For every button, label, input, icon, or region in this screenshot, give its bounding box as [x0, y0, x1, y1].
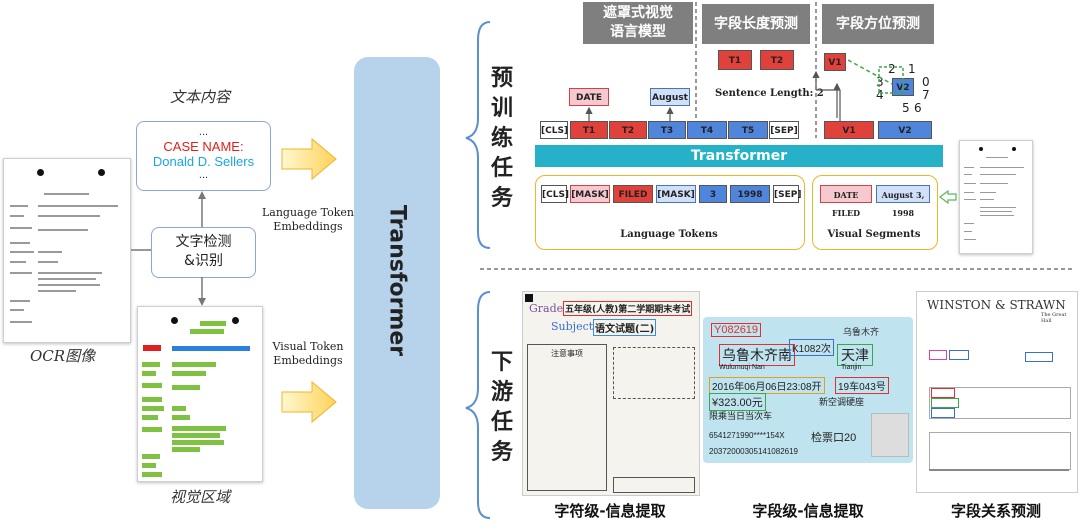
ellipsis-bottom: ...	[198, 169, 209, 181]
law-letter-image: WINSTON & STRAWN The Great Hall	[916, 291, 1078, 493]
ticket-id: 6541271990****154X	[709, 431, 785, 440]
language-tokens-label: Language Tokens	[620, 229, 718, 240]
exam-paper-image: Grade 五年级(人教)第二学期期末考试 Subject 语文试题(二) 注意…	[522, 291, 700, 496]
lang-token-sep: [SEP]	[773, 185, 801, 203]
transformer-block-label: Transformer	[384, 204, 410, 357]
downstream-side-label: 下 游 任 务	[490, 350, 513, 465]
visual-embedding-arrow	[281, 380, 337, 424]
direction-digit-6: 6	[914, 101, 922, 115]
task-separators	[695, 2, 817, 138]
visual-area-document	[137, 306, 263, 482]
caption-char-level: 字符级-信息提取	[554, 502, 666, 520]
ticket-to: 天津	[837, 344, 873, 366]
direction-digit-1: 1	[908, 62, 916, 76]
text-detection-box: 文字检测 &识别	[151, 227, 256, 278]
task-position-prediction: 字段方位预测	[822, 4, 934, 44]
mlm-output-date: DATE	[569, 88, 609, 106]
length-token-t2: T2	[760, 50, 794, 70]
green-arrow-icon	[939, 190, 957, 204]
ticket-from: 乌鲁木齐南	[719, 344, 795, 366]
exam-grade-label: Grade	[529, 302, 564, 315]
detection-line2: &识别	[184, 253, 223, 269]
direction-digit-0: 0	[922, 75, 930, 89]
seq-token-v1: V1	[824, 121, 874, 139]
exam-score-box	[613, 477, 695, 493]
pretrain-sample-document	[959, 140, 1033, 254]
visual-embedding-label: Visual Token Embeddings	[272, 340, 344, 367]
position-token-v1: V1	[824, 53, 846, 71]
language-embedding-label: Language Token Embeddings	[261, 206, 355, 233]
ticket-from-pinyin: Wulumuqi Nan	[719, 364, 765, 371]
person-name-text: Donald D. Sellers	[152, 154, 255, 169]
lang-token-3: 3	[699, 185, 727, 203]
mlm-output-august: August	[650, 88, 690, 106]
direction-digit-3: 3	[876, 75, 884, 89]
direction-digit-7: 7	[922, 88, 930, 102]
ticket-gate: 检票口20	[811, 432, 857, 444]
lang-token-1998: 1998	[730, 185, 770, 203]
seq-token-sep: [SEP]	[769, 121, 799, 139]
red-segment-mark	[143, 345, 161, 351]
lang-token-cls: [CLS]	[541, 185, 569, 203]
task-masked-vlm: 遮罩式视觉 语言模型	[583, 2, 693, 44]
exam-subject-label: Subject	[551, 320, 594, 333]
caption-field-level: 字段级-信息提取	[752, 502, 864, 520]
ticket-serial: 20372000305141082619	[709, 447, 798, 456]
direction-digit-4: 4	[876, 88, 884, 102]
visual-segment-date: August 3, 1998	[876, 185, 930, 218]
ticket-note: 限乘当日当次车	[709, 411, 773, 421]
ticket-station-mark: 乌鲁木齐	[843, 327, 880, 337]
visual-segment-date-filed: DATE FILED	[820, 185, 872, 218]
ticket-train: K1082次	[789, 339, 834, 356]
visual-area-caption: 视觉区域	[170, 488, 231, 506]
length-token-t1: T1	[718, 50, 752, 70]
seq-token-t3: T3	[648, 121, 686, 139]
seq-token-cls: [CLS]	[540, 121, 568, 139]
seq-token-t2: T2	[609, 121, 647, 139]
lang-token-mask-1: [MASK]	[570, 185, 610, 203]
ticket-class: 新空调硬座	[819, 397, 865, 407]
seq-token-t4: T4	[687, 121, 727, 139]
ticket-price: ¥323.00元	[709, 393, 766, 411]
language-embedding-arrow	[281, 137, 337, 181]
blue-segment-mark	[172, 346, 250, 351]
letter-logo-text: The Great Hall	[1041, 312, 1067, 324]
seq-token-t1: T1	[570, 121, 608, 139]
case-name-text: CASE NAME:	[163, 139, 244, 154]
transformer-block	[354, 57, 440, 509]
ocr-image-caption: OCR图像	[30, 347, 96, 365]
exam-barcode-box	[613, 347, 695, 399]
text-content-box: ... CASE NAME: Donald D. Sellers ...	[136, 121, 271, 191]
left-connectors	[131, 191, 206, 306]
direction-digit-2: 2	[888, 62, 896, 76]
detection-line1: 文字检测	[175, 234, 232, 250]
ticket-seat: 19车043号	[835, 377, 889, 394]
caption-field-relation: 字段关系预测	[950, 502, 1041, 520]
exam-subject-text: 语文试题(二)	[593, 319, 657, 336]
ticket-code: Y082619	[711, 323, 762, 337]
ellipsis-top: ...	[198, 126, 209, 138]
exam-rules-box: 注意事项	[527, 344, 607, 491]
ticket-date: 2016年06月06日23:08开	[709, 377, 825, 394]
section-braces	[465, 21, 1075, 519]
train-ticket-image: Y082619 乌鲁木齐 乌鲁木齐南 K1082次 天津 Wulumuqi Na…	[703, 317, 913, 463]
text-content-caption: 文本内容	[170, 88, 231, 106]
direction-digit-5: 5	[902, 101, 910, 115]
exam-grade-text: 五年级(人教)第二学期期末考试	[563, 301, 693, 316]
ticket-to-pinyin: Tianjin	[841, 364, 862, 371]
sentence-length-label: Sentence Length: 2	[715, 88, 824, 99]
letter-brand: WINSTON & STRAWN	[927, 298, 1066, 312]
lang-token-mask-2: [MASK]	[656, 185, 696, 203]
pretrain-side-label: 预 训 练 任 务	[490, 66, 513, 211]
ticket-qr-placeholder	[871, 413, 909, 457]
pretrain-arrows	[585, 59, 904, 122]
visual-segments-label: Visual Segments	[827, 229, 921, 240]
pretrain-transformer-bar: Transformer	[535, 145, 943, 167]
seq-token-t5: T5	[728, 121, 768, 139]
seq-token-v2: V2	[878, 121, 932, 139]
lang-token-filed: FILED	[613, 185, 653, 203]
ocr-document-image	[3, 158, 131, 343]
task-length-prediction: 字段长度预测	[702, 4, 810, 44]
